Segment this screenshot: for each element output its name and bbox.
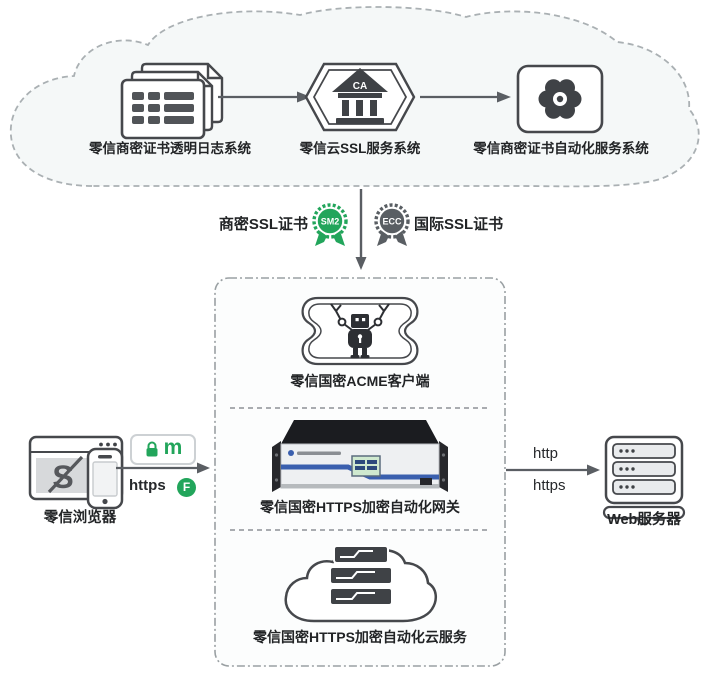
ca-icon-text: CA xyxy=(353,81,367,92)
label-browser: 零信浏览器 xyxy=(43,510,117,526)
label-https-gateway: 零信国密HTTPS加密自动化网关 xyxy=(260,499,460,515)
label-https-right: https xyxy=(533,477,566,494)
lock-m-badge: m xyxy=(130,434,196,465)
label-web-server: Web服务器 xyxy=(607,512,681,528)
arrow-cloud-to-box xyxy=(355,189,367,270)
arrow-log-to-ca xyxy=(218,91,311,103)
gateway-appliance-icon xyxy=(272,420,448,492)
label-https-left: https xyxy=(129,477,166,494)
ecc-medal-icon: ECC xyxy=(374,203,410,246)
documents-stack-icon xyxy=(120,62,224,140)
lock-icon xyxy=(146,441,158,457)
gear-screen-icon xyxy=(516,64,604,134)
cloud-servers-icon xyxy=(284,545,437,623)
label-https-cloud-service: 零信国密HTTPS加密自动化云服务 xyxy=(253,629,467,645)
label-automation-system: 零信商密证书自动化服务系统 xyxy=(473,141,649,156)
label-cloud-ssl-system: 零信云SSL服务系统 xyxy=(299,141,421,156)
label-acme-client: 零信国密ACME客户端 xyxy=(290,373,430,389)
label-intl-cert: 国际SSL证书 xyxy=(414,216,504,233)
ca-bank-hexagon-icon: CA xyxy=(304,62,416,132)
label-http-right: http xyxy=(533,445,559,462)
m-badge-letter: m xyxy=(163,436,183,459)
label-sm2-cert: 商密SSL证书 xyxy=(218,216,308,233)
robot-glyph xyxy=(330,303,390,359)
arrow-box-to-server xyxy=(506,464,600,476)
browser-phone-icon: S xyxy=(28,435,124,510)
sm2-text: SM2 xyxy=(321,217,340,227)
arrow-ca-to-auto xyxy=(420,91,511,103)
ecc-text: ECC xyxy=(382,217,402,227)
f-grade-badge: F xyxy=(177,478,196,497)
acme-robot-ticket-icon xyxy=(301,296,419,366)
web-server-icon xyxy=(602,435,686,526)
arrow-browser-to-box xyxy=(116,462,210,474)
sm2-medal-icon: SM2 xyxy=(312,203,348,246)
label-log-system: 零信商密证书透明日志系统 xyxy=(89,141,251,156)
